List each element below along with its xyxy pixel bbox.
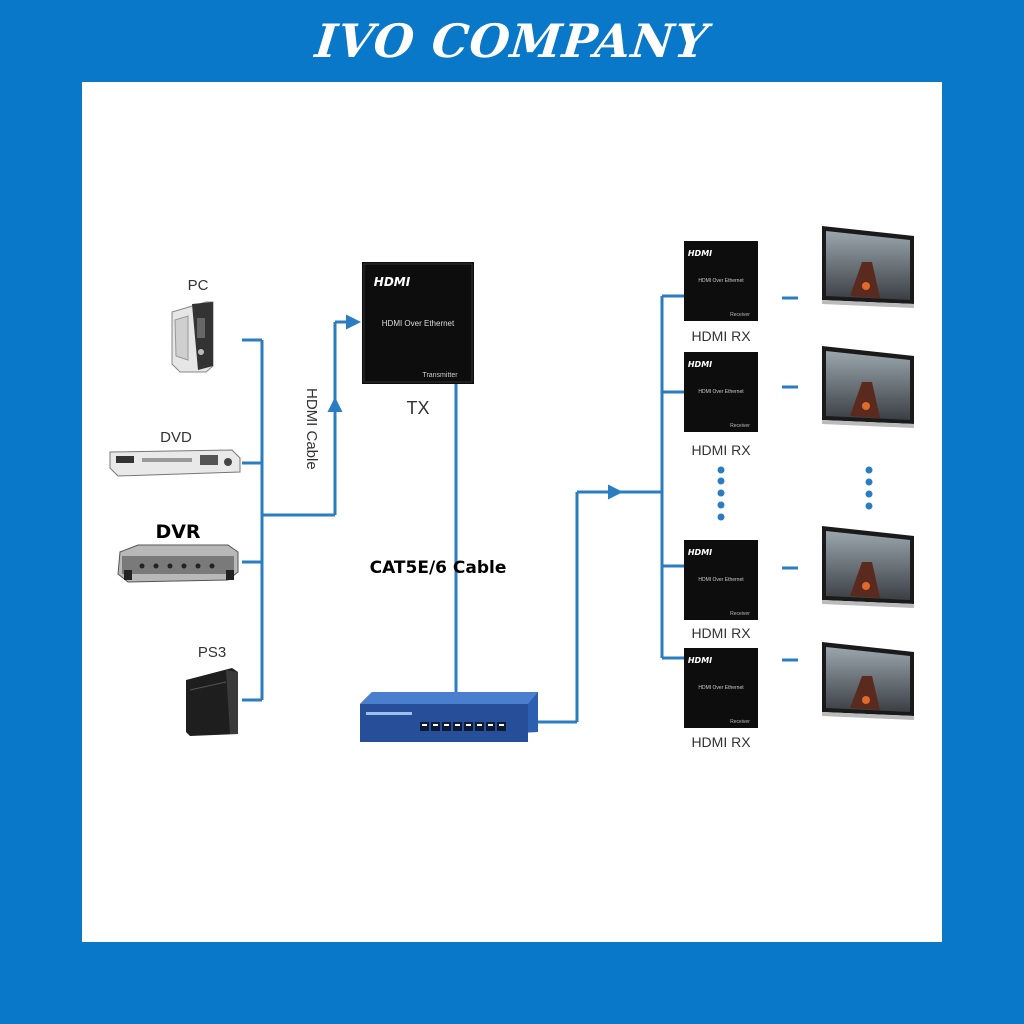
rx-logo: HDMI	[688, 548, 712, 557]
ps3-device: PS3	[186, 644, 238, 736]
cat-cable-label: CAT5E/6 Cable	[370, 558, 507, 578]
dvd-label: DVD	[160, 429, 192, 446]
rx-logo: HDMI	[688, 656, 712, 665]
rx-label: HDMI RX	[691, 734, 751, 750]
tv-dashes	[782, 296, 798, 662]
tx-type-text: Transmitter	[422, 372, 458, 379]
tv-4	[822, 642, 914, 720]
dvr-device: DVR	[117, 521, 239, 583]
rx-model-text: HDMI Over Ethernet	[698, 278, 744, 284]
rx-label: HDMI RX	[691, 328, 751, 344]
tv-1	[822, 226, 914, 308]
rx-label: HDMI RX	[691, 625, 751, 641]
receiver-4: HDMI HDMI Over Ethernet Receiver HDMI RX	[684, 648, 758, 750]
source-lines	[242, 314, 361, 702]
dvd-device: DVD	[109, 429, 241, 477]
rx-type-text: Receiver	[730, 423, 750, 429]
tx-model-text: HDMI Over Ethernet	[382, 319, 455, 328]
transmitter-device: HDMI HDMI Over Ethernet Transmitter TX	[362, 262, 474, 418]
rx-type-text: Receiver	[730, 719, 750, 725]
diagram-panel	[82, 82, 942, 942]
pc-label: PC	[188, 277, 209, 294]
dvr-label: DVR	[155, 521, 200, 543]
tv-2	[822, 346, 914, 428]
tv-3	[822, 526, 914, 608]
rx-model-text: HDMI Over Ethernet	[698, 685, 744, 691]
more-receivers-dots	[717, 466, 725, 521]
hdmi-cable-label: HDMI Cable	[303, 388, 320, 470]
receiver-1: HDMI HDMI Over Ethernet Receiver HDMI RX	[684, 241, 758, 344]
receiver-3: HDMI HDMI Over Ethernet Receiver HDMI RX	[684, 540, 758, 641]
receiver-lines	[538, 294, 684, 724]
more-tvs-dots	[865, 466, 873, 510]
receiver-2: HDMI HDMI Over Ethernet Receiver HDMI RX	[684, 352, 758, 458]
tx-label: TX	[406, 398, 429, 418]
rx-model-text: HDMI Over Ethernet	[698, 577, 744, 583]
rx-type-text: Receiver	[730, 312, 750, 318]
rx-logo: HDMI	[688, 360, 712, 369]
ps3-label: PS3	[198, 644, 226, 661]
hdmi-logo: HDMI	[374, 275, 411, 289]
rx-type-text: Receiver	[730, 611, 750, 617]
rx-model-text: HDMI Over Ethernet	[698, 389, 744, 395]
pc-device: PC	[171, 277, 214, 373]
rx-label: HDMI RX	[691, 442, 751, 458]
rx-logo: HDMI	[688, 249, 712, 258]
network-switch	[360, 692, 538, 742]
